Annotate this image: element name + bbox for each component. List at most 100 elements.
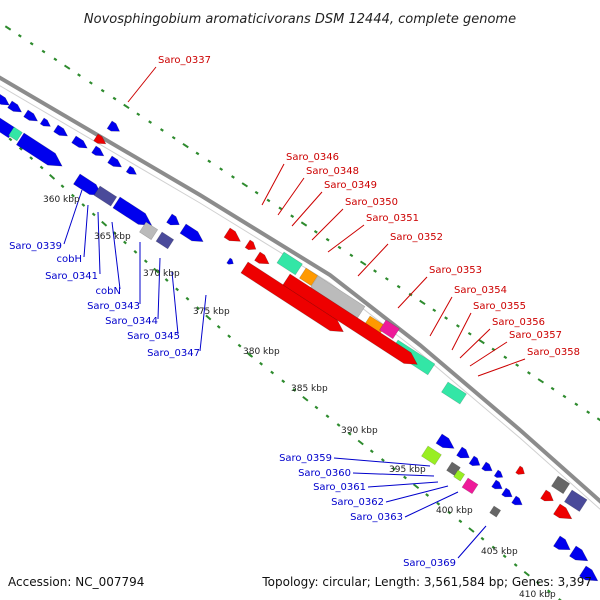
scale-tick [17,34,22,38]
scale-tick [562,394,567,399]
gene-feature [39,117,51,127]
gene-feature [0,92,10,106]
scale-tick [357,439,364,446]
label-connectors [63,66,526,559]
gene-feature [468,455,481,467]
scale-tick [325,414,330,419]
gene-label[interactable]: Saro_0353 [429,265,482,276]
kbp-label: 365 kbp [94,232,131,242]
scale-tick [60,184,65,189]
gene-labels: Saro_0337Saro_0346Saro_0348Saro_0349Saro… [9,55,580,569]
scale-tick [270,370,275,375]
gene-feature [71,135,88,149]
gene-feature [553,503,573,520]
scale-tick [468,527,475,533]
gene-label[interactable]: Saro_0341 [45,271,98,282]
gene-label[interactable]: Saro_0356 [492,317,545,328]
gene-feature [563,489,588,512]
label-connector [333,457,431,467]
gene-label[interactable]: Saro_0369 [403,558,456,569]
gene-label[interactable]: cobN [96,286,121,297]
gene-label[interactable]: Saro_0349 [324,180,377,191]
scale-tick [325,237,330,242]
gene-label[interactable]: Saro_0358 [527,347,580,358]
scale-tick [574,402,579,407]
gene-label[interactable]: Saro_0348 [306,166,359,177]
scale-tick [77,73,81,77]
gene-label[interactable]: Saro_0343 [87,301,140,312]
kbp-label: 405 kbp [481,547,518,557]
gene-feature [551,475,571,495]
scale-tick [53,57,58,62]
genome-backbone-inner [0,85,600,510]
gene-label[interactable]: cobH [57,254,82,265]
gene-feature [421,445,442,466]
gene-feature [15,132,63,167]
gene-label[interactable]: Saro_0351 [366,213,419,224]
scale-tick [41,49,46,54]
gene-label[interactable]: Saro_0360 [298,468,351,479]
scale-tick [300,221,308,227]
label-connector [451,312,472,351]
scale-tick [112,231,117,236]
scale-tick [207,159,212,164]
scale-tick [586,410,591,414]
gene-label[interactable]: Saro_0357 [509,330,562,341]
gene-label[interactable]: Saro_0344 [105,316,158,327]
kbp-label: 380 kbp [243,347,280,357]
scale-tick [458,519,463,524]
scale-tick [359,260,367,266]
gene-label[interactable]: Saro_0345 [127,331,180,342]
gene-label[interactable]: Saro_0347 [147,348,200,359]
gene-label[interactable]: Saro_0354 [454,285,507,296]
gene-feature [244,239,257,251]
gene-label[interactable]: Saro_0359 [279,453,332,464]
scale-tick [391,466,396,471]
label-connector [171,271,179,335]
gene-label[interactable]: Saro_0361 [313,482,366,493]
scale-tick [159,128,164,132]
scale-tick [503,355,508,360]
gene-label[interactable]: Saro_0350 [345,197,398,208]
scale-tick [513,563,518,567]
scale-tick [8,137,13,142]
scale-tick [537,378,545,384]
gene-feature [8,126,23,142]
scale-tick [227,334,232,339]
scale-tick [219,167,224,171]
gene-feature [166,213,180,226]
gene-feature [515,465,525,475]
label-connector [111,221,121,290]
gene-label[interactable]: Saro_0355 [473,301,526,312]
scale-tick [254,190,259,195]
genome-summary: Topology: circular; Length: 3,561,584 bp… [261,575,592,589]
gene-label[interactable]: Saro_0346 [286,152,339,163]
gene-feature [441,381,467,405]
scale-tick [502,554,507,559]
scale-tick [558,598,562,600]
gene-label[interactable]: Saro_0352 [390,232,443,243]
label-connector [429,296,453,337]
kbp-label: 400 kbp [436,506,473,516]
gene-feature [53,124,69,137]
scale-tick [550,386,555,391]
gene-label[interactable]: Saro_0339 [9,241,62,252]
label-connector [459,328,491,359]
scale-tick [195,306,200,311]
label-connector [352,472,435,477]
gene-label[interactable]: Saro_0363 [350,512,403,523]
gene-feature [223,227,241,242]
scale-tick [278,206,283,211]
gene-feature [179,223,204,243]
gene-label[interactable]: Saro_0337 [158,55,211,66]
scale-tick [455,324,460,328]
scale-tick [216,324,221,329]
scale-tick [281,379,286,384]
scale-tick [292,388,297,392]
scale-tick [101,220,108,227]
scale-tick [231,175,235,179]
scale-tick [164,278,169,282]
gene-label[interactable]: Saro_0362 [331,497,384,508]
label-connector [457,525,487,559]
scale-tick [546,589,551,594]
